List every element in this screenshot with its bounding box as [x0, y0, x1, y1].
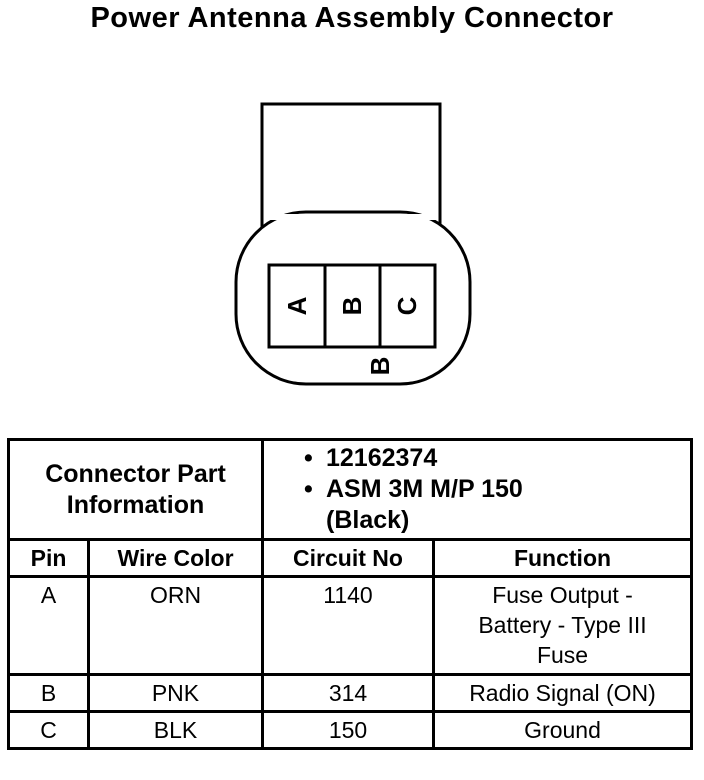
connector-diagram: A B C B — [234, 102, 472, 386]
header-wire-color: Wire Color — [87, 538, 264, 578]
cell-wire-color: ORN — [87, 575, 264, 676]
table-row: C BLK 150 Ground — [7, 710, 694, 750]
page-title: Power Antenna Assembly Connector — [90, 2, 614, 34]
table-row: A ORN 1140 Fuse Output - Battery - Type … — [7, 575, 694, 676]
polarity-mark: B — [365, 357, 395, 376]
pin-label-a: A — [282, 296, 312, 315]
cell-wire-color: BLK — [87, 710, 264, 750]
header-circuit-no: Circuit No — [261, 538, 435, 578]
part-description: •ASM 3M M/P 150 — [304, 475, 523, 503]
cell-pin: B — [7, 673, 90, 713]
pin-cavity-block — [267, 263, 437, 349]
part-info-values: •12162374 •ASM 3M M/P 150 (Black) — [260, 438, 694, 541]
cell-pin: A — [7, 575, 90, 676]
cell-circuit-no: 150 — [261, 710, 435, 750]
pin-label-b: B — [337, 297, 367, 316]
cell-wire-color: PNK — [87, 673, 264, 713]
cell-circuit-no: 1140 — [261, 575, 435, 676]
part-info-label: Connector Part Information — [7, 438, 264, 541]
connector-info-table: Connector Part Information •12162374 •AS… — [7, 438, 694, 750]
header-pin: Pin — [7, 538, 90, 578]
pin-label-c: C — [392, 296, 422, 315]
cell-pin: C — [7, 710, 90, 750]
header-function: Function — [431, 538, 694, 578]
cell-function: Ground — [431, 710, 694, 750]
part-number: •12162374 — [304, 444, 438, 472]
part-color: (Black) — [326, 506, 410, 534]
cell-function: Radio Signal (ON) — [431, 673, 694, 713]
part-info-row: Connector Part Information •12162374 •AS… — [7, 438, 694, 541]
table-row: B PNK 314 Radio Signal (ON) — [7, 673, 694, 713]
table-header-row: Pin Wire Color Circuit No Function — [7, 538, 694, 578]
cell-function: Fuse Output - Battery - Type III Fuse — [431, 575, 694, 676]
cell-circuit-no: 314 — [261, 673, 435, 713]
